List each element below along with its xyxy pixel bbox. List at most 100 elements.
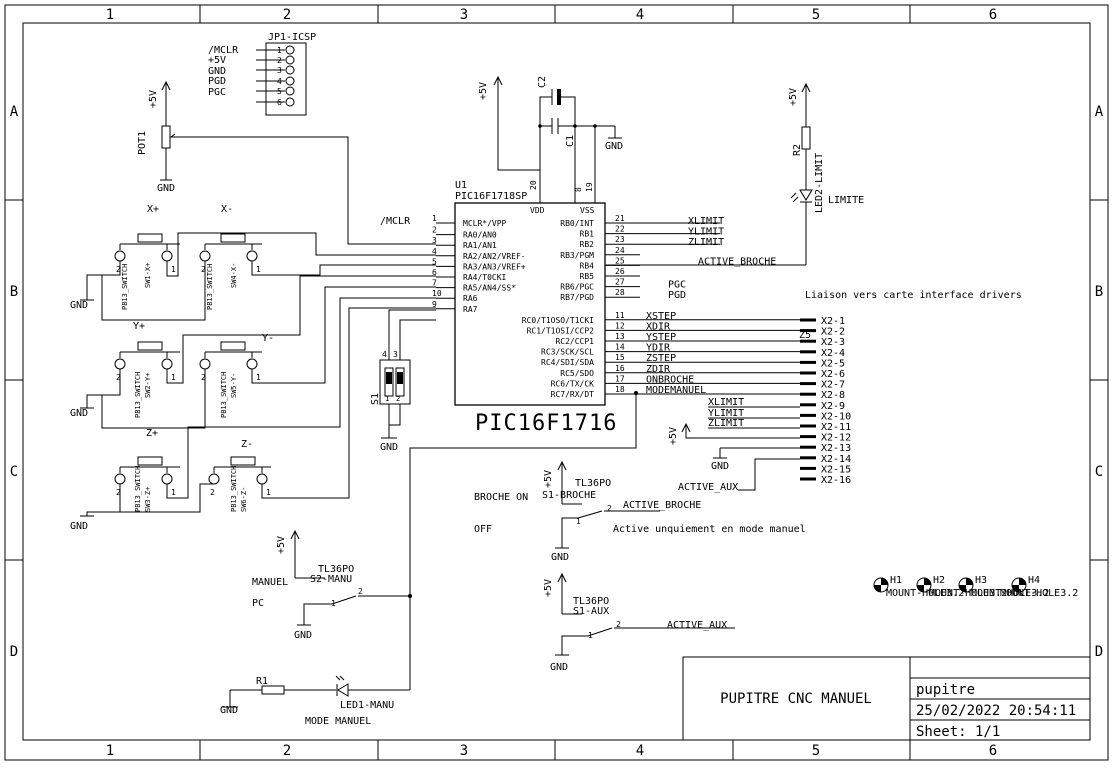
icsp-pin-num: 1	[277, 46, 282, 55]
dip-pin: 3	[393, 350, 398, 359]
x2-pin-label: X2-4	[821, 348, 845, 359]
supply-label: +5V	[148, 90, 159, 108]
gnd-label: GND	[294, 630, 312, 641]
pin-num: 1	[576, 517, 581, 526]
col-label: 1	[106, 7, 114, 23]
mount-hole: H1 MOUNT-HOLE3.2	[873, 575, 964, 599]
toggle-off: OFF	[474, 524, 492, 535]
net-label: ZDIR	[646, 364, 671, 375]
row-label: A	[1095, 104, 1104, 120]
mcu-pin-name: RB4	[580, 261, 595, 270]
mcu-pin-name: RB1	[580, 230, 595, 239]
switch-part: PB13_SWITCH	[230, 466, 238, 512]
gnd-label: GND	[551, 552, 569, 563]
pin-num: 1	[171, 265, 176, 274]
switch-label: Y+	[133, 321, 145, 332]
x2-pin-mark	[800, 477, 816, 481]
net-label: YLIMIT	[688, 227, 724, 238]
pin-num: 2	[116, 373, 121, 382]
switch-x-minus: X- PB13_SWITCH SW4-X- 2 1	[199, 204, 262, 310]
net-label: ACTIVE_AUX	[678, 482, 738, 493]
x2-pin-mark	[800, 413, 816, 417]
icsp-pin-num: 4	[277, 77, 282, 86]
mcu-pin-number: 27	[615, 278, 625, 287]
mcu-pin-number: 15	[615, 353, 625, 362]
pin-num: 1	[256, 373, 261, 382]
gnd-label: GND	[380, 442, 398, 453]
pin-num: 1	[266, 488, 271, 497]
mcu-pin-name: RC7/RX/DT	[551, 390, 595, 399]
row-label: D	[10, 644, 18, 660]
x2-pin-mark	[800, 329, 816, 333]
dip-pin: 2	[396, 395, 400, 403]
mcu-pin-name: RC5/SDO	[560, 369, 594, 378]
x2-pin-mark	[800, 392, 816, 396]
x2-pin-mark	[800, 350, 816, 354]
connector-note: Liaison vers carte interface drivers	[805, 290, 1022, 301]
switch-y-plus: Y+ PB13_SWITCH SW2-Y+ 2 1	[114, 321, 180, 418]
x2-pin-mark	[800, 445, 816, 449]
gnd-label: GND	[220, 705, 238, 716]
switch-x-plus: X+ PB13_SWITCH SW1-X+ 2 1	[114, 204, 180, 310]
mcu-pin-name: RA0/AN0	[463, 231, 497, 240]
icsp-signal: +5V	[208, 55, 226, 66]
toggle-manu: +5V TL36PO S2-MANU MANUEL PC 1 2 GND	[252, 529, 412, 641]
hole-part: MOUNT-HOLE3.2	[886, 588, 964, 599]
led-manu: GND R1 LED1-MANU MODE MANUEL	[220, 675, 410, 727]
row-label: B	[1095, 284, 1103, 300]
toggle-on: BROCHE ON	[474, 492, 528, 503]
col-label: 3	[460, 743, 468, 759]
mcu-pin-number: 7	[432, 279, 437, 288]
switch-part: PB13_SWITCH	[134, 466, 142, 512]
switch-label: Y-	[262, 333, 274, 344]
mcu-pin-number: 23	[615, 235, 625, 244]
pot-ref: POT1	[137, 131, 148, 155]
switch-ref: SW4-X-	[230, 263, 238, 288]
net-label: ONBROCHE	[646, 374, 694, 385]
mcu-pin-name: RC3/SCK/SCL	[541, 348, 594, 357]
title-date: 25/02/2022 20:54:11	[916, 703, 1076, 719]
dip-ref: S1	[370, 393, 381, 405]
mcu-pin-name: RA1/AN1	[463, 241, 497, 250]
col-label: 3	[460, 7, 468, 23]
net-label: ZLIMIT	[708, 418, 744, 429]
mcu-pin-number: 4	[432, 247, 437, 256]
row-label: C	[1095, 464, 1103, 480]
pin-num: 2	[616, 620, 621, 629]
mcu-pin-name: RC2/CCP1	[555, 337, 594, 346]
switch-wiring: GND GND GND	[70, 232, 436, 532]
led-label: MODE MANUEL	[305, 716, 371, 727]
supply-label: +5V	[788, 88, 799, 106]
gnd-label: GND	[605, 141, 623, 152]
x2-pin-mark	[800, 435, 816, 439]
pin-num: 2	[210, 488, 215, 497]
mcu-pin-number: 17	[615, 374, 625, 383]
mcu-pin-number: 14	[615, 343, 625, 352]
net-label: XLIMIT	[688, 216, 724, 227]
net-label: ZLIMIT	[688, 237, 724, 248]
toggle-part: TL36PO	[318, 564, 354, 575]
pin-num: 1	[171, 373, 176, 382]
x2-pin-label: X2-1	[821, 316, 845, 327]
x2-pin-mark	[800, 466, 816, 470]
switch-part: PB13_SWITCH	[220, 372, 228, 418]
switch-z-plus: Z+ PB13_SWITCH SW3-Z+ 2 1	[114, 428, 180, 512]
col-label: 2	[283, 743, 291, 759]
led-label: LIMITE	[828, 195, 864, 206]
x2-pin-mark	[800, 360, 816, 364]
mcu-pin-number: 21	[615, 214, 625, 223]
mcu-vdd: VDD	[530, 206, 545, 215]
mcu-pin-number: 24	[615, 246, 625, 255]
hole-part: MOUNT-HOLE3.2	[1000, 588, 1078, 599]
mcu-pin-name: RB7/PGD	[560, 293, 594, 302]
icsp-signal: GND	[208, 66, 226, 77]
title-sheet: Sheet: 1/1	[916, 724, 1000, 740]
x2-pin-label: X2-13	[821, 443, 851, 454]
net-label: ZSTEP	[646, 353, 676, 364]
net-label: XLIMIT	[708, 397, 744, 408]
col-label: 6	[989, 743, 997, 759]
mcu-pin-number: 25	[615, 256, 625, 265]
net-label: PGD	[668, 290, 686, 301]
gnd-label: GND	[157, 183, 175, 194]
row-label: C	[10, 464, 18, 480]
